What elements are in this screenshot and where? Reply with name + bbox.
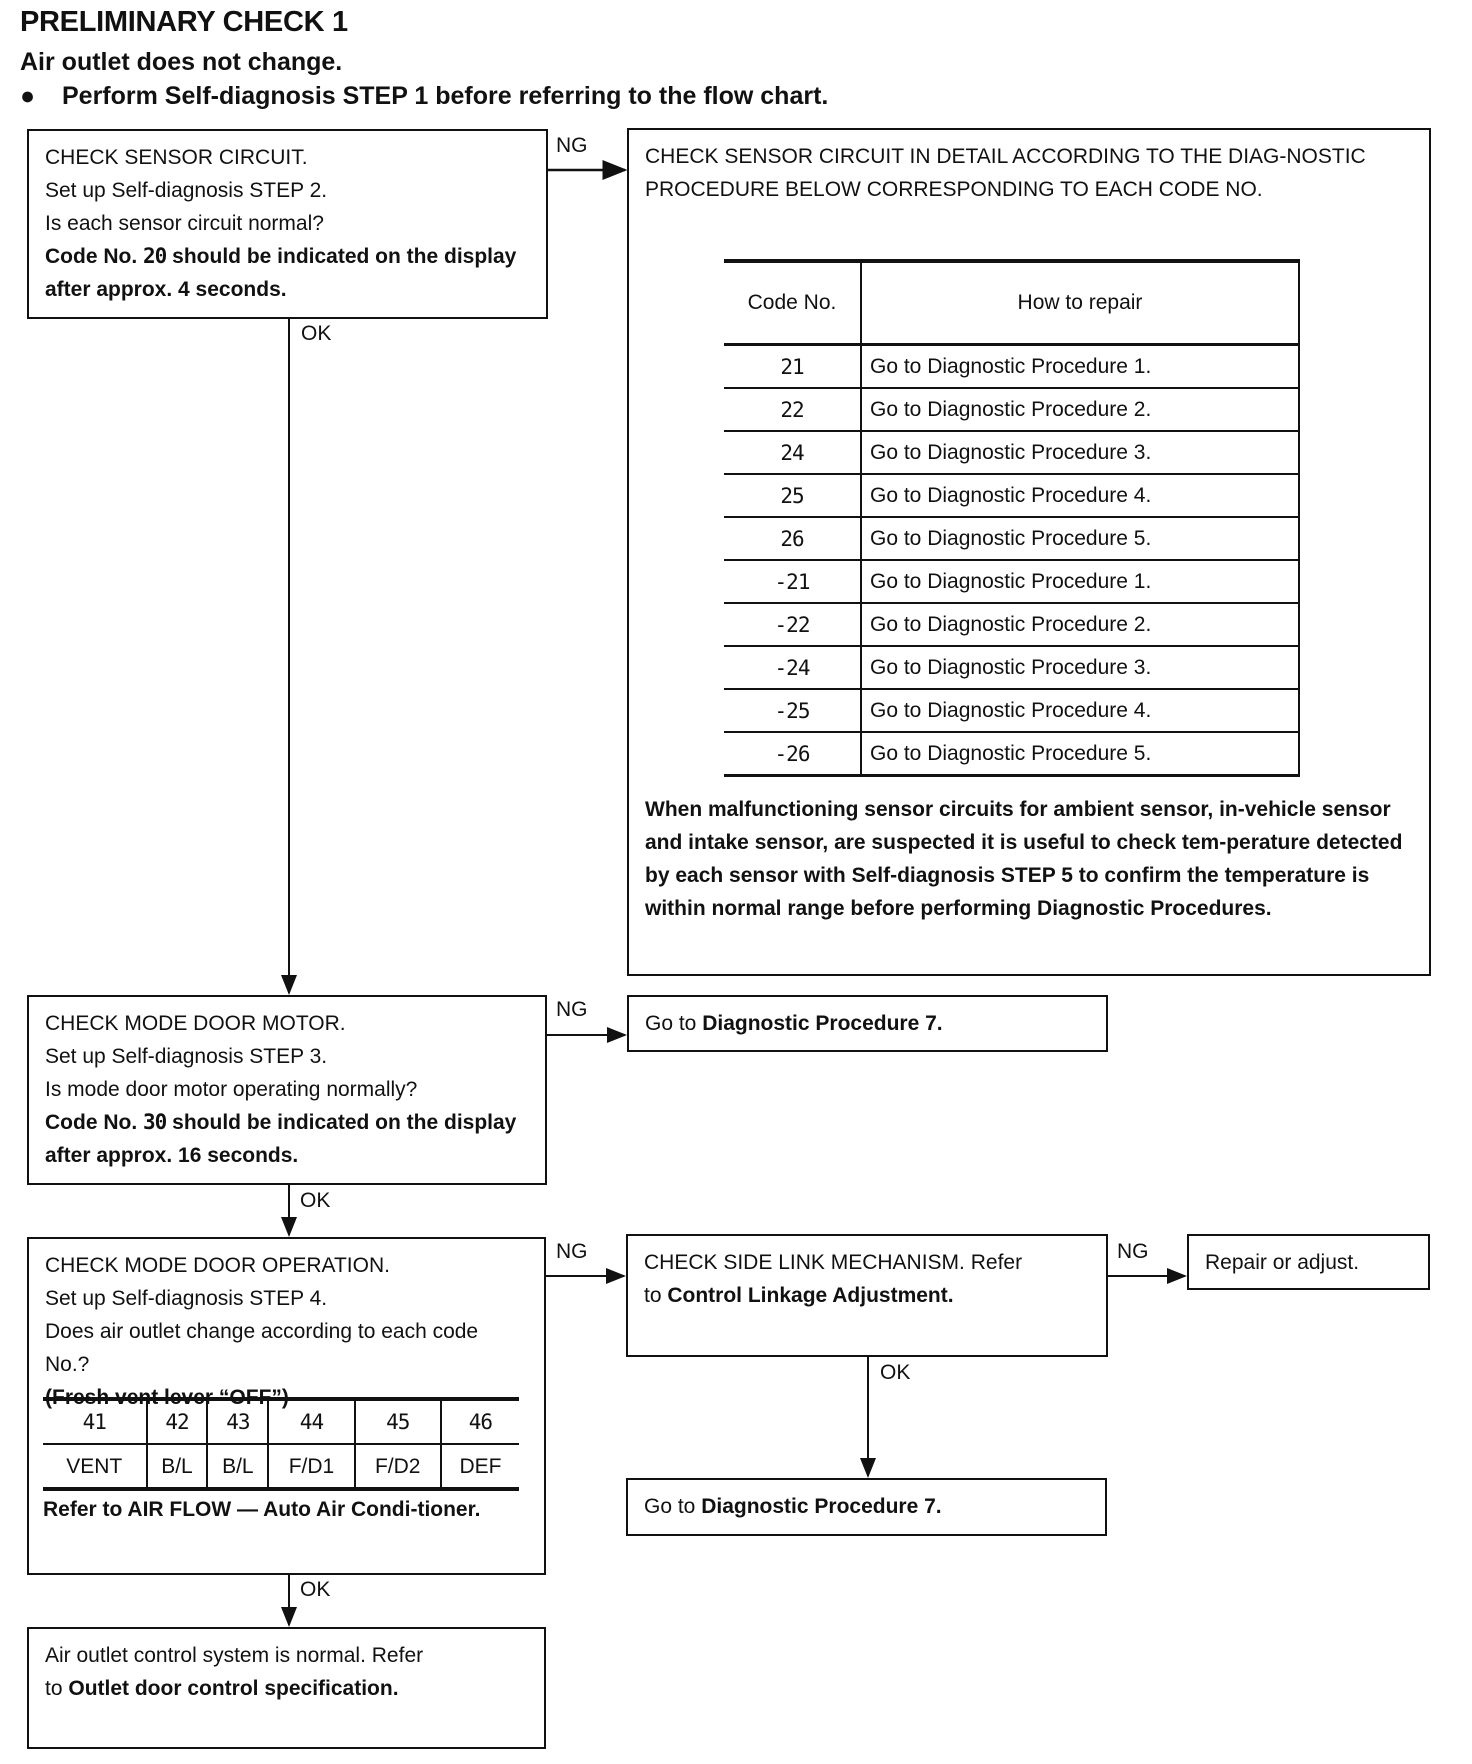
mode-name-cell: B/L (207, 1444, 270, 1491)
ok-label: OK (880, 1361, 911, 1384)
box-line: Is mode door motor operating normally? (45, 1078, 418, 1101)
box-line: Is each sensor circuit normal? (45, 212, 324, 235)
bullet-icon: ● (20, 82, 36, 110)
box-line: CHECK MODE DOOR OPERATION. (45, 1254, 390, 1277)
ng-label: NG (556, 1240, 588, 1263)
mode-code-cell: 46 (440, 1397, 519, 1445)
repair-cell: Go to Diagnostic Procedure 4. (861, 474, 1300, 518)
check-mode-door-operation-box: CHECK MODE DOOR OPERATION. Set up Self-d… (27, 1237, 546, 1575)
procedure-link: Diagnostic Procedure 7. (702, 1012, 943, 1035)
instruction-text: Perform Self-diagnosis STEP 1 before ref… (62, 82, 829, 110)
ng-label: NG (1117, 1240, 1149, 1263)
repair-cell: Go to Diagnostic Procedure 3. (861, 431, 1300, 475)
mode-code-cell: 45 (354, 1397, 442, 1445)
detail-note: When malfunctioning sensor circuits for … (645, 798, 1403, 920)
check-mode-door-motor-box: CHECK MODE DOOR MOTOR. Set up Self-diagn… (27, 995, 547, 1185)
code-prefix: Code No. (45, 1111, 138, 1134)
box-text: Repair or adjust. (1205, 1251, 1360, 1274)
system-normal-box: Air outlet control system is normal. Ref… (27, 1627, 546, 1749)
ok-label: OK (300, 1578, 331, 1601)
repair-cell: Go to Diagnostic Procedure 1. (861, 560, 1300, 604)
ng-label: NG (556, 134, 588, 157)
page-title: PRELIMINARY CHECK 1 (20, 6, 348, 38)
mode-name-cell: F/D2 (354, 1444, 442, 1491)
column-header: Code No. (724, 259, 862, 346)
code-cell: -21 (724, 560, 862, 604)
check-sensor-circuit-box: CHECK SENSOR CIRCUIT. Set up Self-diagno… (27, 129, 548, 319)
mode-name-cell: VENT (43, 1444, 148, 1491)
box-text: Go to (645, 1012, 697, 1035)
code-cell: 21 (724, 344, 862, 389)
diagnostic-procedure-7-box: Go to Diagnostic Procedure 7. (626, 1478, 1107, 1536)
ng-label: NG (556, 998, 588, 1021)
display-code: 30 (143, 1110, 167, 1134)
detail-text: CHECK SENSOR CIRCUIT IN DETAIL ACCORDING… (645, 145, 1366, 201)
code-instruction: should be indicated on the display after… (45, 1111, 517, 1167)
code-cell: -22 (724, 603, 862, 647)
procedure-link: Diagnostic Procedure 7. (701, 1495, 942, 1518)
instruction-note: ● Perform Self-diagnosis STEP 1 before re… (20, 82, 828, 111)
display-code: 20 (143, 244, 167, 268)
diagnostic-procedure-7-box: Go to Diagnostic Procedure 7. (627, 995, 1108, 1052)
code-cell: 25 (724, 474, 862, 518)
box-text: to (45, 1677, 63, 1700)
code-prefix: Code No. (45, 245, 138, 268)
repair-cell: Go to Diagnostic Procedure 4. (861, 689, 1300, 733)
code-cell: 26 (724, 517, 862, 561)
ok-label: OK (301, 322, 332, 345)
repair-cell: Go to Diagnostic Procedure 2. (861, 603, 1300, 647)
repair-cell: Go to Diagnostic Procedure 1. (861, 344, 1300, 389)
box-line: Set up Self-diagnosis STEP 4. (45, 1287, 328, 1310)
spec-reference: Outlet door control specification. (68, 1677, 399, 1700)
box-line: Set up Self-diagnosis STEP 2. (45, 179, 328, 202)
repair-cell: Go to Diagnostic Procedure 5. (861, 732, 1300, 777)
column-header: How to repair (861, 259, 1300, 346)
linkage-reference: Control Linkage Adjustment. (667, 1284, 954, 1307)
box-line: Air outlet control system is normal. Ref… (45, 1644, 424, 1667)
sensor-detail-box: CHECK SENSOR CIRCUIT IN DETAIL ACCORDING… (627, 128, 1431, 976)
mode-name-cell: B/L (146, 1444, 209, 1491)
air-flow-reference: Refer to AIR FLOW — Auto Air Condi-tione… (43, 1498, 481, 1521)
page-subtitle: Air outlet does not change. (20, 48, 343, 76)
code-cell: 24 (724, 431, 862, 475)
code-cell: -25 (724, 689, 862, 733)
code-cell: -26 (724, 732, 862, 777)
mode-code-cell: 41 (43, 1397, 148, 1445)
code-cell: 22 (724, 388, 862, 432)
mode-code-cell: 43 (207, 1397, 270, 1445)
box-line: CHECK SENSOR CIRCUIT. (45, 146, 308, 169)
repair-cell: Go to Diagnostic Procedure 2. (861, 388, 1300, 432)
box-text: Go to (644, 1495, 696, 1518)
box-text: to (644, 1284, 662, 1307)
repair-cell: Go to Diagnostic Procedure 3. (861, 646, 1300, 690)
mode-name-cell: DEF (440, 1444, 519, 1491)
box-line: Does air outlet change according to each… (45, 1320, 479, 1376)
repair-cell: Go to Diagnostic Procedure 5. (861, 517, 1300, 561)
repair-box: Repair or adjust. (1187, 1234, 1430, 1290)
mode-code-cell: 44 (268, 1397, 356, 1445)
box-line: CHECK MODE DOOR MOTOR. (45, 1012, 346, 1035)
code-cell: -24 (724, 646, 862, 690)
check-side-link-box: CHECK SIDE LINK MECHANISM. Refer to Cont… (626, 1234, 1108, 1357)
box-line: CHECK SIDE LINK MECHANISM. Refer (644, 1251, 1023, 1274)
code-instruction: should be indicated on the display after… (45, 245, 517, 301)
mode-name-cell: F/D1 (268, 1444, 356, 1491)
ok-label: OK (300, 1189, 331, 1212)
mode-code-cell: 42 (146, 1397, 209, 1445)
box-line: Set up Self-diagnosis STEP 3. (45, 1045, 328, 1068)
